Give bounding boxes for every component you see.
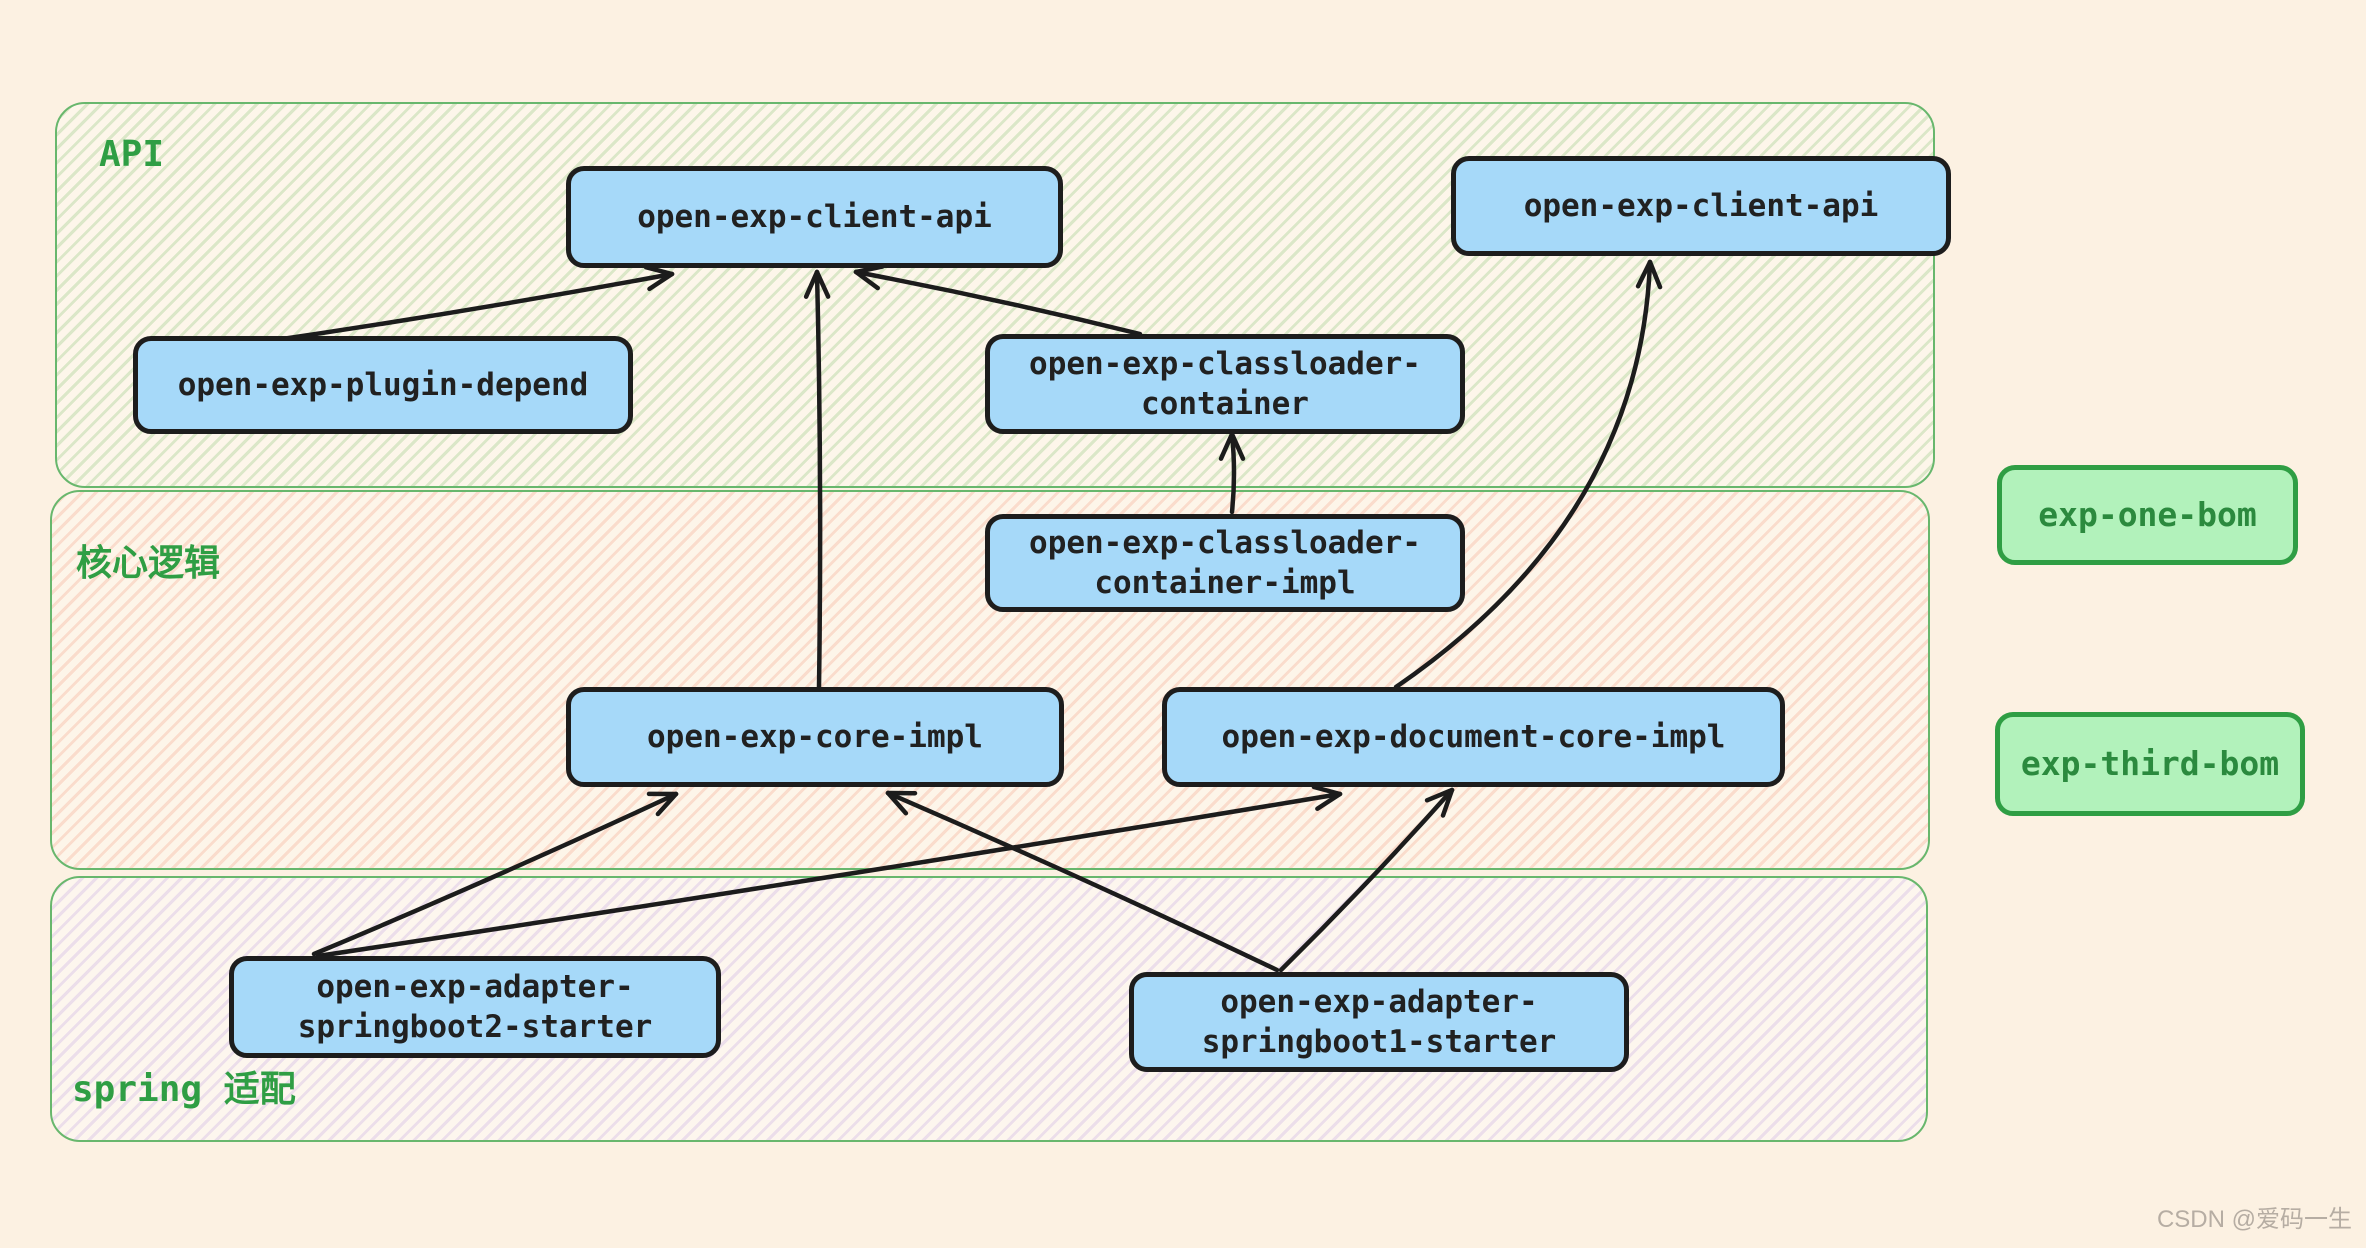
node-open-exp-classloader-container: open-exp-classloader-container (985, 334, 1465, 434)
node-label: open-exp-document-core-impl (1221, 719, 1726, 755)
node-exp-third-bom: exp-third-bom (1995, 712, 2305, 816)
node-label: springboot1-starter (1201, 1024, 1557, 1060)
node-open-exp-core-impl: open-exp-core-impl (566, 687, 1064, 787)
zone-core-logic-label: 核心逻辑 (76, 543, 221, 584)
node-label: open-exp-plugin-depend (177, 367, 589, 403)
node-label: exp-third-bom (2020, 744, 2280, 783)
node-open-exp-client-api-right: open-exp-client-api (1451, 156, 1951, 256)
node-label: open-exp-adapter- (316, 969, 634, 1005)
node-label: container-impl (1094, 565, 1356, 601)
node-label: exp-one-bom (2038, 495, 2257, 534)
node-label: open-exp-classloader- (1029, 346, 1421, 382)
zone-api-label: API (99, 134, 165, 175)
node-open-exp-plugin-depend: open-exp-plugin-depend (133, 336, 633, 434)
node-label: open-exp-adapter- (1220, 984, 1538, 1020)
node-label: open-exp-core-impl (647, 719, 983, 755)
node-open-exp-classloader-container-impl: open-exp-classloader-container-impl (985, 514, 1465, 612)
node-open-exp-client-api-left: open-exp-client-api (566, 166, 1063, 268)
node-label: springboot2-starter (297, 1009, 653, 1045)
zone-spring-adapter-label: spring 适配 (72, 1069, 296, 1110)
node-label: open-exp-client-api (1523, 188, 1879, 224)
node-exp-one-bom: exp-one-bom (1997, 465, 2298, 565)
node-open-exp-document-core-impl: open-exp-document-core-impl (1162, 687, 1785, 787)
node-open-exp-adapter-springboot2-starter: open-exp-adapter-springboot2-starter (229, 956, 721, 1058)
node-open-exp-adapter-springboot1-starter: open-exp-adapter-springboot1-starter (1129, 972, 1629, 1072)
csdn-watermark: CSDN @爱码一生 (2156, 1206, 2352, 1233)
node-label: open-exp-classloader- (1029, 525, 1421, 561)
node-label: container (1141, 386, 1309, 422)
node-label: open-exp-client-api (637, 199, 992, 235)
